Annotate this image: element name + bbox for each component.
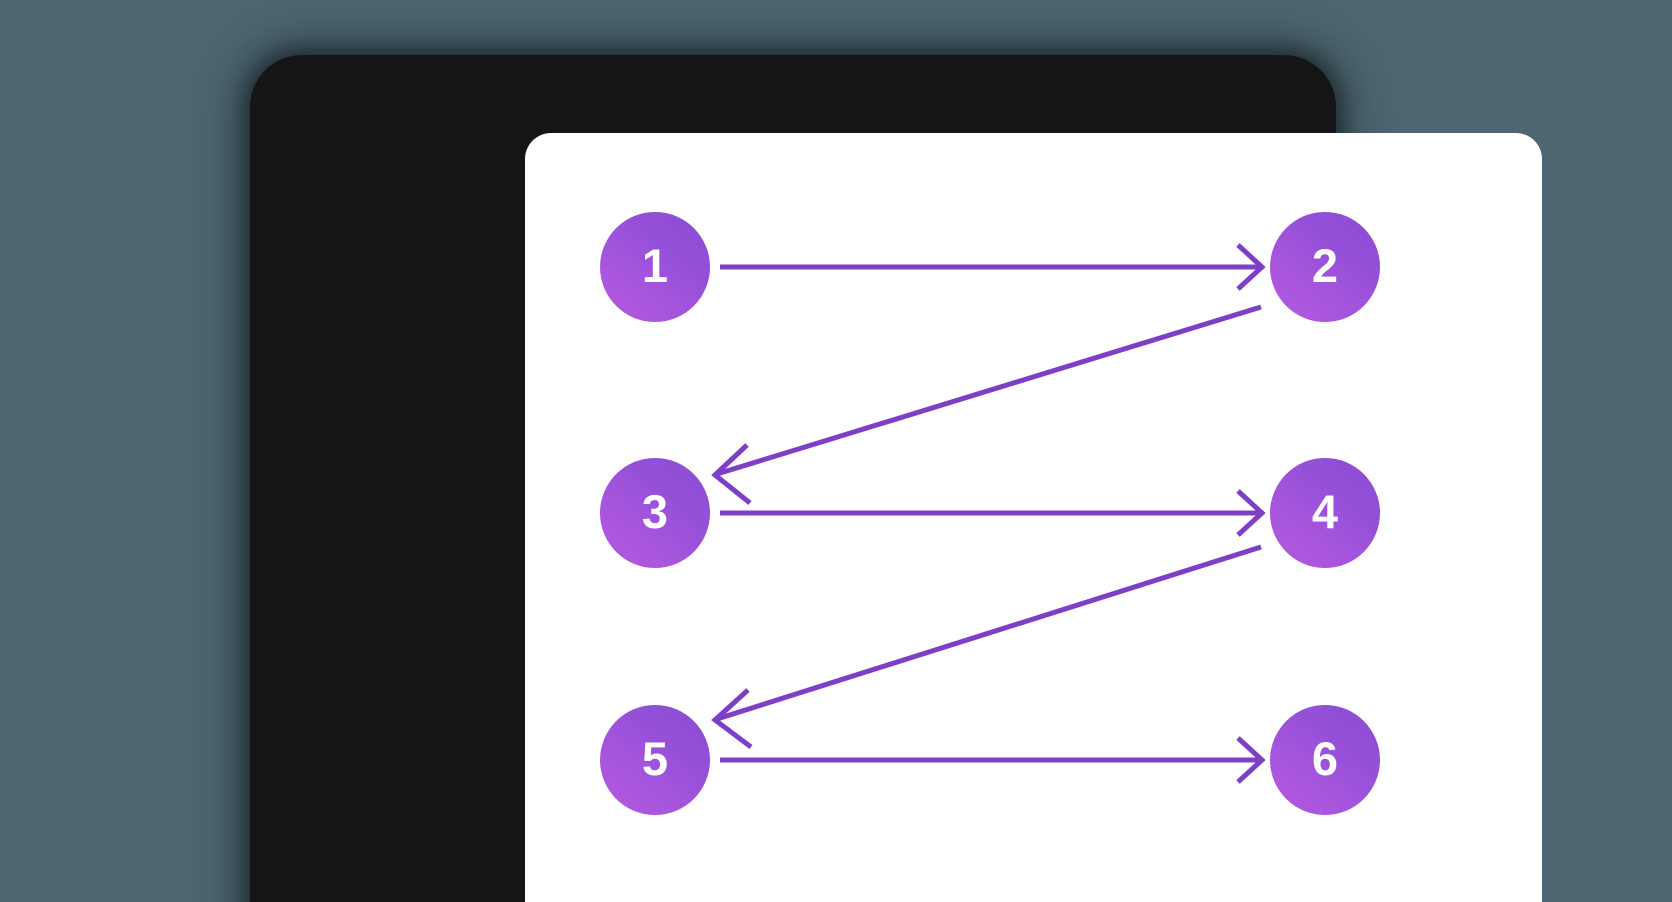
graph-node-6-label: 6	[1311, 731, 1339, 785]
edge-3-to-4	[720, 489, 1266, 537]
arrowhead-3-to-4	[1236, 489, 1266, 537]
edge-2-to-3	[711, 304, 1262, 505]
graph-node-2-label: 2	[1311, 238, 1339, 292]
arrowhead-4-to-5	[711, 688, 753, 749]
graph-node-2[interactable]: 2	[1270, 212, 1380, 322]
graph-node-5-label: 5	[641, 731, 669, 785]
arrowhead-5-to-6	[1236, 736, 1266, 784]
edge-line-4-to-5	[716, 544, 1262, 722]
graph-node-4[interactable]: 4	[1270, 458, 1380, 568]
graph-node-3-label: 3	[641, 484, 669, 538]
diagram-canvas: 1 2 3 4 5 6	[525, 133, 1542, 902]
edge-4-to-5	[711, 544, 1262, 749]
edge-1-to-2	[720, 243, 1266, 291]
graph-node-4-label: 4	[1311, 484, 1339, 538]
edge-5-to-6	[720, 736, 1266, 784]
graph-node-3[interactable]: 3	[600, 458, 710, 568]
device-frame: 1 2 3 4 5 6	[250, 55, 1542, 902]
device-screen: 1 2 3 4 5 6	[525, 133, 1542, 902]
graph-node-6[interactable]: 6	[1270, 705, 1380, 815]
graph-node-1[interactable]: 1	[600, 212, 710, 322]
arrowhead-2-to-3	[711, 443, 752, 505]
graph-node-1-label: 1	[641, 238, 669, 292]
graph-node-5[interactable]: 5	[600, 705, 710, 815]
arrowhead-1-to-2	[1236, 243, 1266, 291]
edge-line-2-to-3	[716, 304, 1262, 477]
